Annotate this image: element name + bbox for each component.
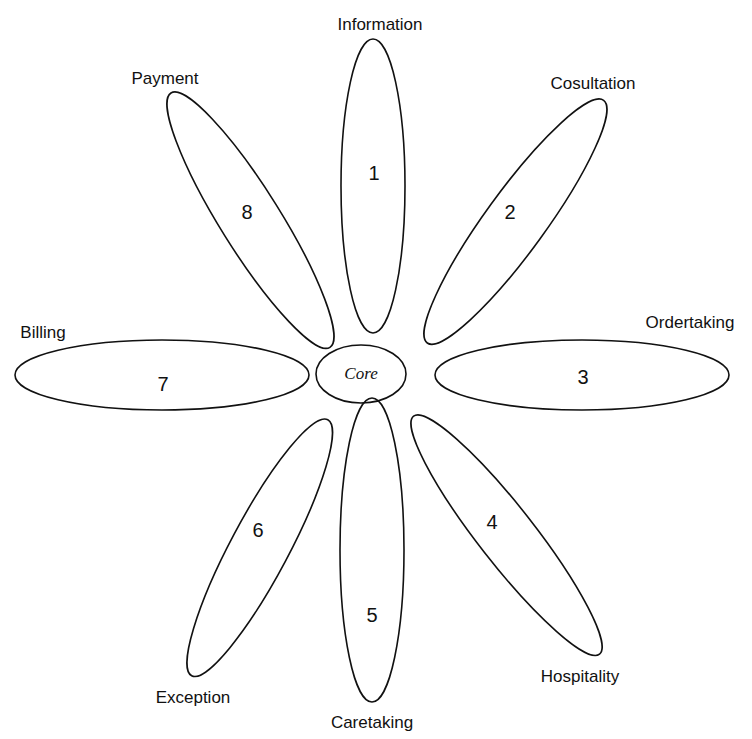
ellipse-outline xyxy=(185,417,334,678)
petal-number: 2 xyxy=(504,201,515,223)
petal-number: 4 xyxy=(486,511,497,533)
petal-ellipse: Information1 xyxy=(339,37,407,335)
petal-ellipse: Billing7 xyxy=(13,338,311,412)
petal-number: 1 xyxy=(368,162,379,184)
petal-ellipse: Cosultation2 xyxy=(422,97,609,346)
ellipse-outline xyxy=(338,396,406,704)
petal-label: Caretaking xyxy=(331,714,413,733)
ellipse-outline xyxy=(339,37,407,335)
petal-label: Ordertaking xyxy=(646,314,735,333)
petal-number: 3 xyxy=(577,366,588,388)
petal-ellipse: Ordertaking3 xyxy=(433,338,731,412)
petal-label: Billing xyxy=(20,324,65,343)
petal-number: 5 xyxy=(366,604,377,626)
ellipse-shape xyxy=(145,77,355,363)
ellipse-shape xyxy=(166,406,353,689)
ellipse-shape xyxy=(403,83,628,361)
ellipse-outline xyxy=(409,413,604,657)
petal-label: Exception xyxy=(156,689,231,708)
ellipse-shape xyxy=(340,398,404,702)
petal-label: Cosultation xyxy=(550,75,635,94)
petal-label: Hospitality xyxy=(541,668,619,687)
core-ellipse: Core xyxy=(314,343,408,405)
petal-ellipse: Exception6 xyxy=(185,417,334,678)
ellipse-shape xyxy=(392,399,622,671)
ellipse-shape xyxy=(341,39,405,333)
petal-number: 6 xyxy=(252,519,263,541)
ellipse-shape xyxy=(15,340,309,410)
core-label: Core xyxy=(344,365,377,384)
petal-label: Information xyxy=(337,16,422,35)
petal-number: 8 xyxy=(241,201,252,223)
ellipse-shape xyxy=(316,345,406,403)
petal-ellipse: Hospitality4 xyxy=(409,413,604,657)
petal-number: 7 xyxy=(157,373,168,395)
petal-ellipse: Caretaking5 xyxy=(338,396,406,704)
petal-label: Payment xyxy=(131,70,198,89)
petal-ellipse: Payment8 xyxy=(165,90,336,350)
ellipse-shape xyxy=(435,340,729,410)
